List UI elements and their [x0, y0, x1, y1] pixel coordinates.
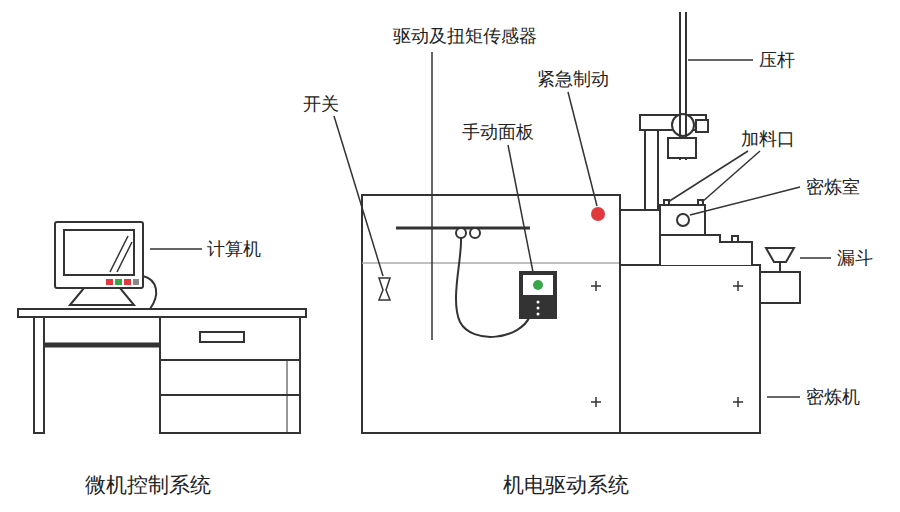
- callout-label: 开关: [303, 93, 339, 115]
- callout-label: 计算机: [207, 238, 261, 260]
- callout-label: 加料口: [741, 128, 795, 150]
- callout-label: 紧急制动: [537, 68, 609, 90]
- group-caption: 机电驱动系统: [503, 473, 629, 498]
- group-caption: 微机控制系统: [85, 473, 211, 498]
- callout-label: 手动面板: [462, 121, 534, 143]
- callout-label: 压杆: [759, 49, 795, 71]
- callout-label: 漏斗: [837, 247, 873, 269]
- leader-lines: [150, 52, 831, 397]
- callout-label: 密炼室: [806, 176, 860, 198]
- callout-label: 驱动及扭矩传感器: [393, 25, 537, 47]
- callout-label: 密炼机: [806, 386, 860, 408]
